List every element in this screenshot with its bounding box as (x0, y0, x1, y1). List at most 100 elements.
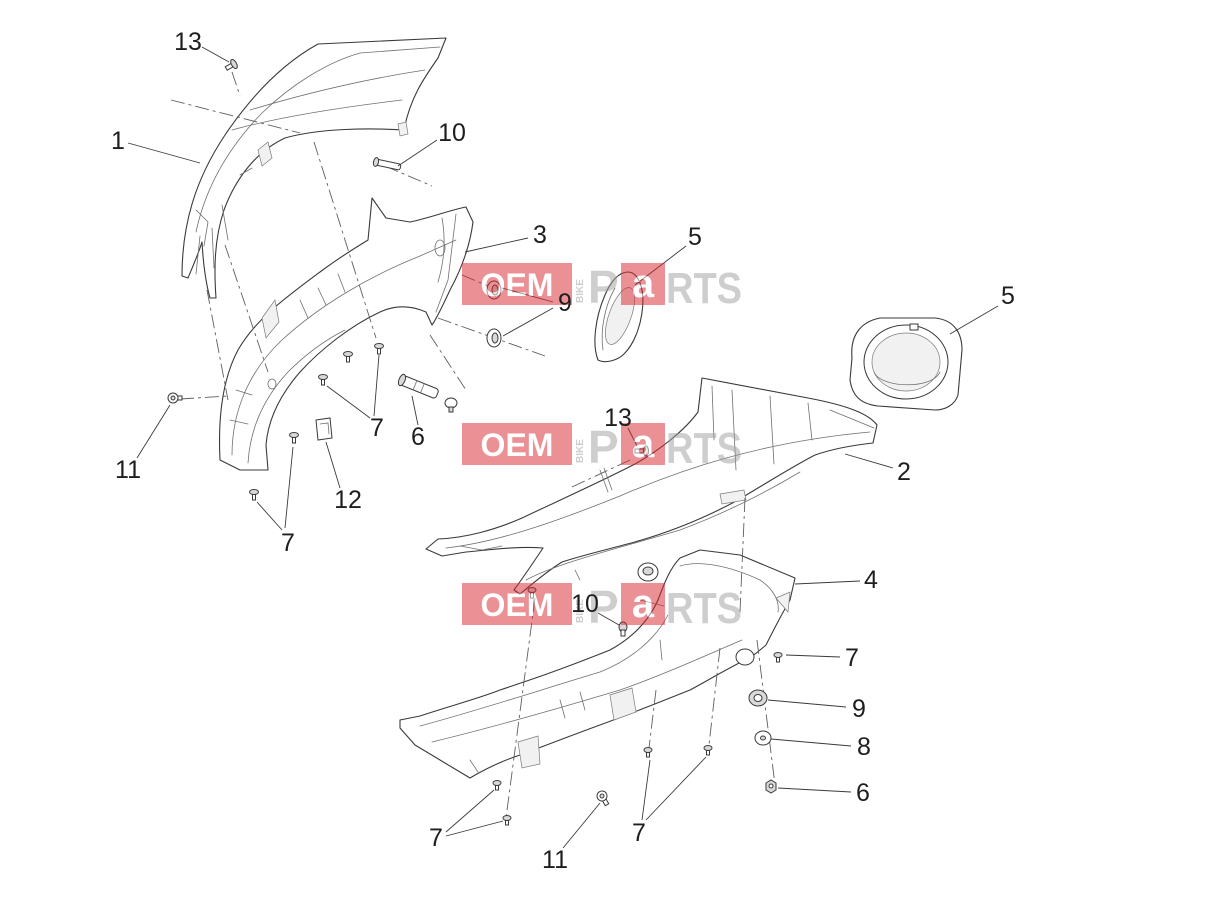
callout-label: 2 (897, 458, 911, 486)
washer-hole (760, 735, 766, 741)
clip (315, 417, 333, 441)
watermark-p-text: P (588, 421, 619, 473)
screw (249, 489, 259, 501)
assembly-line (179, 395, 229, 400)
watermark-rts-text: RTS (666, 424, 742, 473)
callout-label: 8 (857, 733, 871, 761)
callout-label: 5 (1001, 282, 1015, 310)
side-floor-panel-outline (425, 377, 878, 595)
pin-head (372, 157, 380, 167)
leader-line (326, 385, 371, 419)
pin-head (397, 373, 407, 387)
lower-side-cover-bracket (609, 687, 637, 721)
pin-groove (412, 380, 425, 394)
lower-side-cover-contour (431, 639, 743, 743)
callout-label: 12 (334, 486, 362, 514)
lower-side-cover-clip (775, 591, 791, 613)
callout-label: 1 (111, 127, 125, 155)
screw (643, 747, 653, 758)
leader-line (445, 789, 495, 833)
watermark-oem-text: OEM (481, 427, 554, 463)
part-side-floor-panel (425, 377, 878, 595)
ring-flange-small-rim (601, 287, 616, 351)
leader-line (464, 237, 529, 253)
screw-head (318, 374, 328, 380)
side-floor-panel-slot (719, 489, 747, 505)
callout-label: 13 (174, 28, 202, 56)
side-floor-panel-rib (711, 385, 875, 471)
screw (703, 745, 713, 756)
ring-flange-large-depth (873, 371, 941, 386)
watermark-oem-text: OEM (481, 267, 554, 303)
screw-head (374, 343, 384, 349)
watermark-bike-text: BIKE (575, 599, 586, 623)
leader-lines (127, 46, 999, 849)
leader-line (597, 612, 620, 626)
upper-shield-contour (249, 69, 426, 111)
callout-label: 5 (688, 223, 702, 251)
side-floor-panel-contour (525, 471, 801, 581)
pin-body (400, 375, 439, 399)
inner-shield-rib (229, 273, 346, 425)
leader-line (645, 756, 707, 821)
screw-head (230, 58, 238, 70)
screw-head (703, 745, 713, 751)
leader-line (256, 501, 283, 531)
assembly-line (384, 165, 433, 187)
grommet-hole (491, 332, 499, 344)
ring-flange-large-opening (871, 332, 941, 392)
screw (343, 351, 353, 363)
callout-label: 7 (845, 644, 859, 672)
callout-label: 7 (370, 414, 384, 442)
assembly-line (648, 689, 657, 749)
part-upper-shield (181, 37, 447, 299)
callout-label: 13 (604, 404, 632, 432)
watermark-oem-box (462, 423, 572, 465)
callout-labels: 13 1 10 3 5 9 5 7 6 11 12 7 13 2 4 10 7 … (111, 28, 1015, 874)
leader-line (785, 654, 841, 658)
assembly-line (206, 289, 229, 401)
inner-shield-outline (218, 197, 474, 471)
screw (492, 780, 502, 791)
inner-shield-hole (434, 239, 446, 257)
screw (502, 815, 512, 826)
inner-shield-hole (267, 378, 277, 390)
leader-line (325, 441, 341, 489)
leader-line (562, 802, 601, 849)
screw-head (289, 432, 299, 438)
screw (318, 374, 328, 386)
watermark-bike-text: BIKE (575, 439, 586, 463)
ring-flange-large-tab (909, 323, 919, 331)
watermark-a-text: a (632, 262, 655, 306)
assembly-line (739, 497, 746, 613)
upper-shield-rib (195, 167, 253, 247)
lower-side-cover-contour (419, 614, 669, 727)
grommet (486, 328, 502, 348)
watermark-oem-box (462, 263, 572, 305)
callout-label: 4 (864, 566, 878, 594)
watermark-rts-text: RTS (666, 584, 742, 633)
callout-label: 9 (852, 695, 866, 723)
watermark-logo: OEM BIKE P a RTS (462, 581, 742, 633)
callout-label: 6 (856, 779, 870, 807)
leader-line (201, 46, 230, 63)
nut (765, 779, 777, 794)
clip-body (315, 417, 333, 441)
leader-line (502, 307, 554, 337)
leader-line (949, 305, 999, 335)
screw (773, 652, 783, 663)
pin (397, 373, 439, 399)
inner-shield-contour (247, 329, 346, 464)
watermark-bike-text: BIKE (575, 279, 586, 303)
pin (372, 157, 402, 171)
part-lower-side-cover (399, 549, 796, 779)
watermark-rts-text: RTS (666, 264, 742, 313)
leader-line (373, 354, 380, 417)
leader-line (284, 446, 294, 529)
callout-label: 6 (411, 423, 425, 451)
callout-label: 7 (429, 824, 443, 852)
callout-label: 10 (571, 590, 599, 618)
rubber-washer (748, 689, 768, 707)
assembly-line (170, 99, 301, 134)
leader-line (136, 404, 171, 459)
